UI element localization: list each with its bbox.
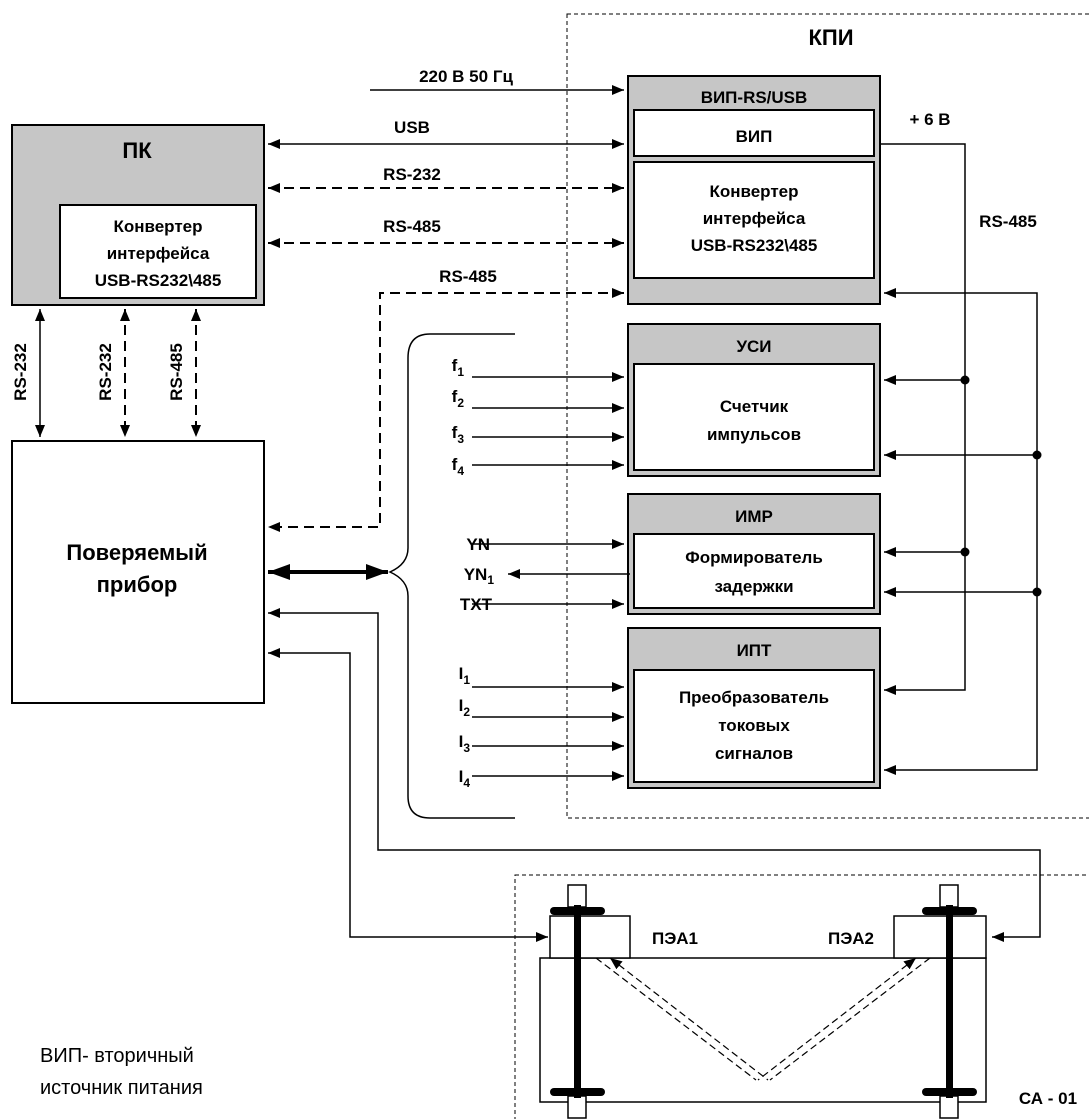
junction-dot xyxy=(1032,587,1042,597)
pc-block: ПК Конвертер интерфейса USB-RS232\485 xyxy=(11,124,265,306)
pc-device-label-2: RS-232 xyxy=(96,343,115,401)
imr-block: ИМР Формирователь задержки xyxy=(627,493,881,615)
legend-line: источник питания xyxy=(40,1077,203,1099)
junction-dot xyxy=(1032,450,1042,460)
ipt-line: сигналов xyxy=(715,744,793,763)
junction-dot xyxy=(960,547,970,557)
pea2-transducer xyxy=(893,915,987,959)
signal-label-f3: f3 xyxy=(452,423,465,446)
kpi-title: КПИ xyxy=(808,25,853,50)
rs485-label: RS-485 xyxy=(383,217,441,236)
pc-converter-line: интерфейса xyxy=(107,244,210,263)
signal-label-f2: f2 xyxy=(452,387,465,410)
vip-box xyxy=(633,109,875,157)
plus6v-label: + 6 В xyxy=(909,110,950,129)
usi-line: импульсов xyxy=(707,425,801,444)
device-pea2-link xyxy=(268,608,1041,942)
pea1-transducer xyxy=(549,915,631,959)
bolt-cap xyxy=(567,1095,587,1119)
pea1-label: ПЭА1 xyxy=(652,929,698,948)
bolt-shaft xyxy=(946,905,953,1098)
pc-converter: Конвертер интерфейса USB-RS232\485 xyxy=(59,204,257,299)
signal-label-i3: I3 xyxy=(459,732,471,755)
vip-converter-line: Конвертер xyxy=(709,182,798,201)
imr-line: задержки xyxy=(714,577,793,596)
ultrasonic-path xyxy=(609,957,769,1081)
usi-line: Счетчик xyxy=(720,397,789,416)
imr-title: ИМР xyxy=(735,507,773,526)
device-block: Поверяемый прибор xyxy=(11,440,265,704)
ipt-title: ИПТ xyxy=(737,641,772,660)
pc-device-label-3: RS-485 xyxy=(167,343,186,401)
usb-label: USB xyxy=(394,118,430,137)
signal-label-yn: YN xyxy=(466,535,490,554)
vip-label: ВИП xyxy=(736,127,773,146)
bolt-cap xyxy=(939,884,959,908)
rs485-device-link xyxy=(268,288,624,532)
plus6v-bus xyxy=(880,143,966,695)
signal-label-f4: f4 xyxy=(452,455,465,478)
vip-converter-box xyxy=(633,161,875,279)
signal-label-i1: I1 xyxy=(459,664,471,687)
vip-converter-line: интерфейса xyxy=(703,209,806,228)
device-line: Поверяемый xyxy=(66,540,207,565)
vip-rs-usb-title: ВИП-RS/USB xyxy=(701,88,808,107)
signal-label-i2: I2 xyxy=(459,696,471,719)
pea2-label: ПЭА2 xyxy=(828,929,874,948)
pc-converter-line: Конвертер xyxy=(113,217,202,236)
ultrasonic-path xyxy=(595,957,757,1081)
rs232-label: RS-232 xyxy=(383,165,441,184)
signal-label-yn1: YN1 xyxy=(464,565,495,587)
vip-rs-usb-block: ВИП-RS/USB ВИП Конвертер интерфейса USB-… xyxy=(627,75,881,305)
vip-converter-line: USB-RS232\485 xyxy=(691,236,818,255)
junctions xyxy=(960,375,1042,597)
bolt-shaft xyxy=(574,905,581,1098)
pipe-body xyxy=(539,957,987,1103)
junction-dot xyxy=(960,375,970,385)
ultrasonic-path xyxy=(757,957,917,1081)
imr-line: Формирователь xyxy=(685,548,823,567)
power-label: 220 В 50 Гц xyxy=(419,67,513,86)
ipt-block: ИПТ Преобразователь токовых сигналов xyxy=(627,627,881,789)
rs485-device-label: RS-485 xyxy=(439,267,497,286)
usi-title: УСИ xyxy=(736,337,771,356)
ipt-line: токовых xyxy=(718,716,790,735)
pc-device-label-1: RS-232 xyxy=(11,343,30,401)
ultrasonic-path xyxy=(769,957,931,1081)
rs485-bus xyxy=(884,288,1038,775)
sensor-label: СА - 01 xyxy=(1019,1089,1077,1108)
signal-label-f1: f1 xyxy=(452,356,465,379)
rs485-bus-label: RS-485 xyxy=(979,212,1037,231)
signal-label-i4: I4 xyxy=(459,767,471,790)
sensor-assembly xyxy=(539,884,987,1119)
ipt-line: Преобразователь xyxy=(679,688,829,707)
legend-line: ВИП- вторичный xyxy=(40,1045,194,1067)
usi-block: УСИ Счетчик импульсов xyxy=(627,323,881,477)
links xyxy=(35,85,1041,942)
bolt-cap xyxy=(567,884,587,908)
device-pea1-link xyxy=(268,648,548,942)
pc-title: ПК xyxy=(122,138,152,163)
bolt-cap xyxy=(939,1095,959,1119)
signal-label-txt: TXT xyxy=(460,595,493,614)
pc-converter-line: USB-RS232\485 xyxy=(95,271,222,290)
device-line: прибор xyxy=(97,572,178,597)
